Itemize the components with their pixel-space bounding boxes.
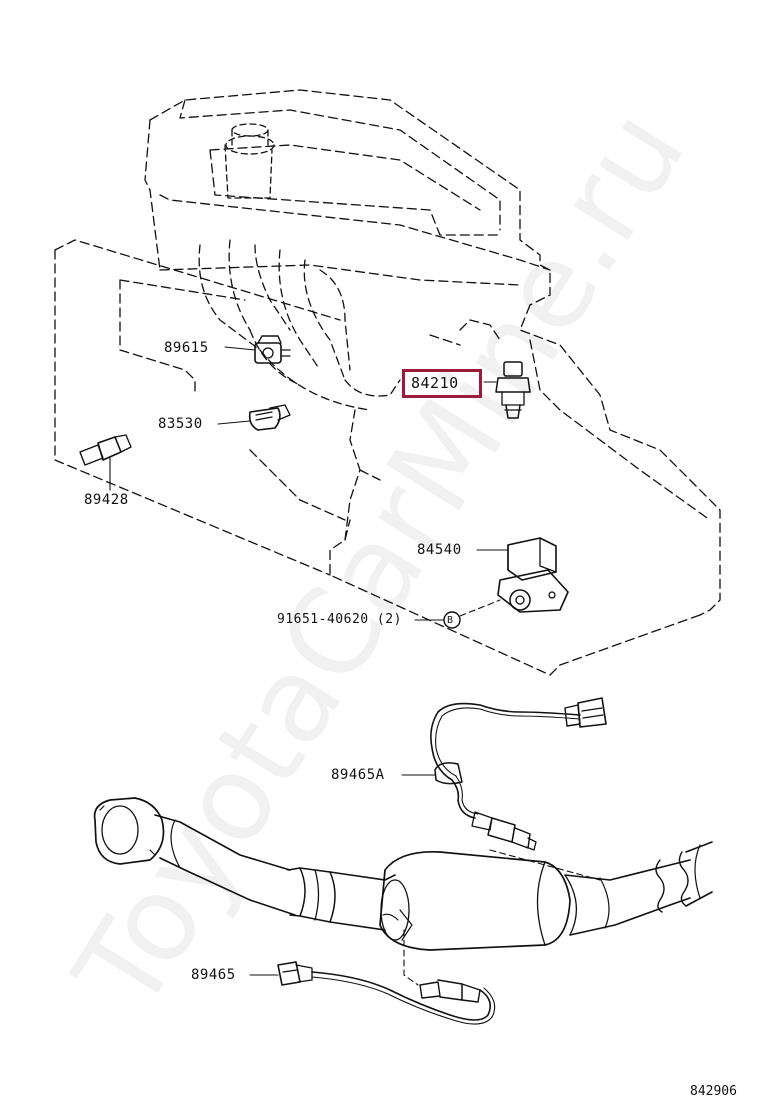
label-91651-40620[interactable]: 91651-40620 (2): [277, 612, 402, 627]
exhaust-manifold: [198, 239, 401, 411]
label-89615[interactable]: 89615: [164, 340, 209, 356]
bolt-b-mark: B: [447, 615, 454, 626]
label-84210[interactable]: 84210: [411, 374, 459, 392]
part-84210-sensor[interactable]: [495, 361, 531, 419]
part-89428-coolant-sensor[interactable]: [79, 434, 132, 466]
leader-89465-to-pipe: [403, 929, 419, 986]
label-89465[interactable]: 89465: [191, 967, 236, 983]
part-89465-oxygen-sensor[interactable]: [277, 961, 496, 1025]
part-89615-knock-sensor[interactable]: [254, 335, 291, 364]
oil-filler-cap: [224, 123, 275, 199]
label-89428[interactable]: 89428: [84, 492, 129, 508]
exhaust-pipe-catalyst: [93, 797, 713, 951]
leader-83530: [217, 420, 251, 425]
part-84540-neutral-switch[interactable]: [497, 537, 569, 613]
diagram-reference-number: 842906: [690, 1084, 737, 1099]
label-84540[interactable]: 84540: [417, 542, 462, 558]
highlight-box-84210: [402, 369, 482, 398]
label-83530[interactable]: 83530: [158, 416, 203, 432]
label-89465A[interactable]: 89465A: [331, 767, 385, 783]
engine-outline: [54, 89, 721, 676]
leader-bolt-to-switch: [459, 599, 501, 617]
leader-89615: [224, 346, 256, 351]
part-83530-oil-pressure-switch[interactable]: [248, 404, 291, 431]
part-89465A-oxygen-sensor[interactable]: [430, 697, 607, 851]
